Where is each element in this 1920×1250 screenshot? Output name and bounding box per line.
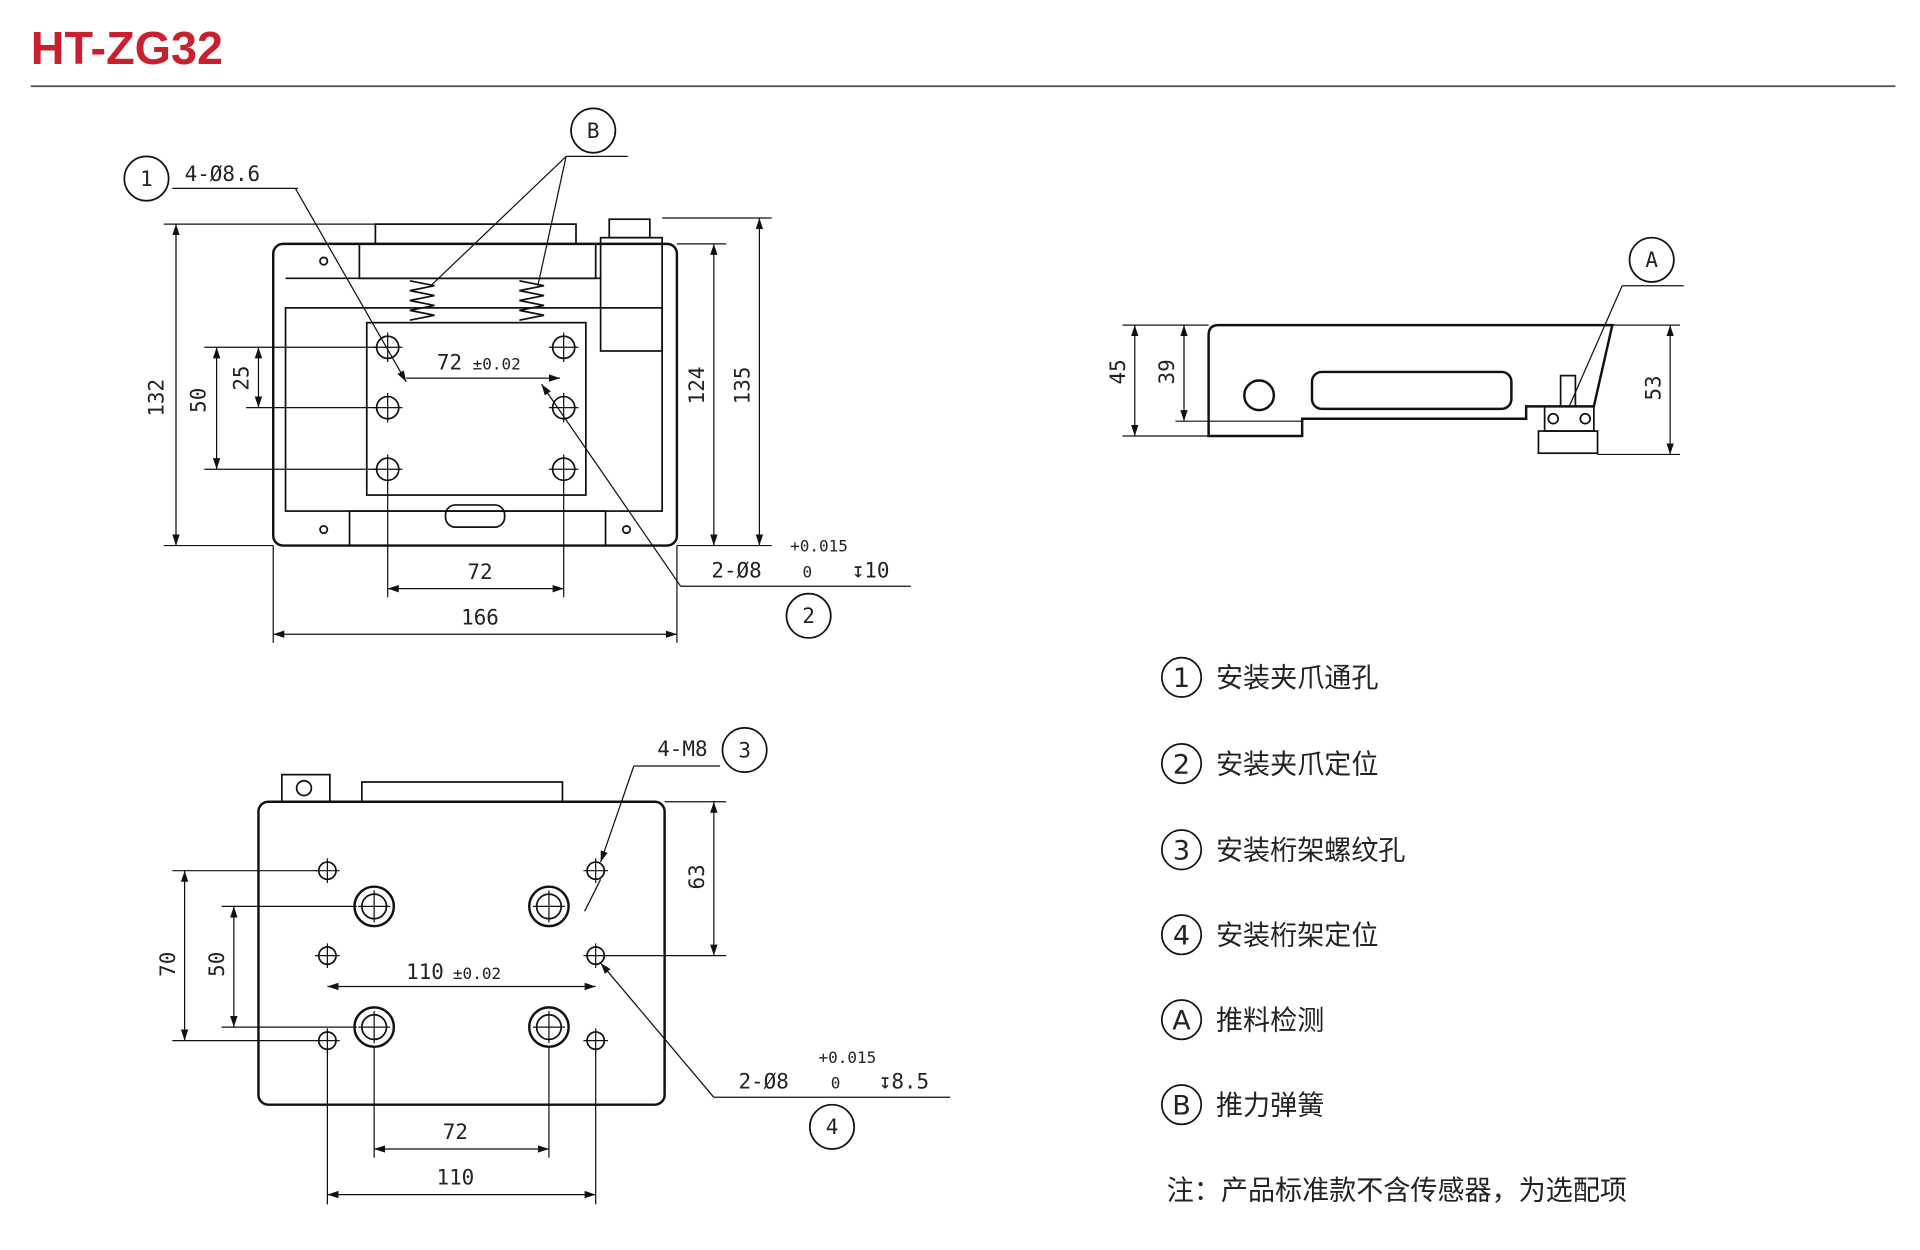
- dim-53: 53: [1641, 375, 1665, 400]
- callout-3-label: 3: [738, 738, 751, 762]
- legend-key-circle: [1160, 1084, 1203, 1126]
- holes-2-spec: 2-Ø8: [711, 559, 761, 583]
- tol-upper: +0.015: [790, 537, 848, 556]
- legend-key: B: [1172, 1091, 1191, 1122]
- spring-icon: [519, 279, 545, 322]
- hole-icon: [583, 858, 608, 884]
- page-title: HT-ZG32: [31, 22, 223, 74]
- legend-item: 1 安装夹爪通孔: [1160, 656, 1378, 698]
- hole-icon: [372, 392, 403, 423]
- hole-icon: [548, 332, 579, 363]
- dim-110: 110: [437, 1166, 475, 1190]
- callout-4-label: 4: [826, 1115, 839, 1139]
- counterbore-icon: [528, 885, 570, 928]
- legend-item: A 推料检测: [1160, 999, 1324, 1041]
- hole-icon: [548, 392, 579, 423]
- legend-key: 4: [1173, 921, 1190, 952]
- legend-label: 安装夹爪定位: [1216, 749, 1378, 780]
- hole-icon: [548, 454, 579, 484]
- legend-label: 安装桁架定位: [1216, 921, 1378, 952]
- legend-key: 3: [1173, 836, 1190, 867]
- dim-135: 135: [731, 367, 755, 405]
- holes-1-spec: 4-Ø8.6: [185, 162, 261, 186]
- callout-a: [1628, 236, 1675, 283]
- holes-3-spec: 4-M8: [657, 737, 707, 761]
- legend-item: 3 安装桁架螺纹孔: [1160, 829, 1406, 871]
- legend-label: 安装夹爪通孔: [1216, 663, 1378, 694]
- legend-label: 推力弹簧: [1216, 1091, 1324, 1122]
- dim-72: 72: [467, 560, 492, 584]
- legend-key-circle: [1160, 999, 1203, 1041]
- callout-b: [570, 107, 617, 154]
- callout-a-label: A: [1645, 248, 1658, 272]
- hole-icon: [315, 858, 340, 884]
- counterbore-icon: [353, 885, 396, 928]
- legend-label: 推料检测: [1216, 1006, 1324, 1037]
- legend-key: 1: [1173, 663, 1190, 694]
- callout-1-label: 1: [140, 167, 153, 191]
- dim-25: 25: [230, 365, 254, 390]
- dim-70: 70: [156, 952, 180, 977]
- top-view: 132 50 25 124 135 72 ±0.02 72 166 1 4-Ø8…: [123, 107, 911, 643]
- tolerance: ±0.02: [473, 354, 521, 373]
- dim-124: 124: [685, 367, 709, 405]
- legend-key-circle: [1160, 742, 1203, 785]
- legend-key: A: [1172, 1006, 1191, 1037]
- hole-icon: [583, 943, 608, 968]
- dim-39: 39: [1155, 359, 1179, 384]
- dim-132: 132: [145, 379, 169, 417]
- callout-3: [721, 726, 768, 774]
- counterbore-icon: [528, 1006, 570, 1049]
- depth: ↧10: [852, 559, 890, 583]
- legend-key-circle: [1160, 829, 1203, 871]
- dim-63: 63: [685, 864, 709, 889]
- legend-item: B 推力弹簧: [1160, 1084, 1324, 1126]
- dim-50: 50: [205, 952, 229, 977]
- hole-icon: [372, 332, 403, 363]
- dim-110-tol: 110: [406, 960, 444, 984]
- side-view: 45 39 53 A: [1106, 236, 1684, 456]
- tol-upper: +0.015: [818, 1048, 876, 1067]
- tolerance: ±0.02: [453, 964, 501, 983]
- callout-4: [808, 1103, 856, 1150]
- note: 注：产品标准款不含传感器，为选配项: [1167, 1176, 1627, 1207]
- dim-72: 72: [443, 1120, 468, 1144]
- legend-key-circle: [1160, 656, 1203, 698]
- legend: 1 安装夹爪通孔 2 安装夹爪定位 3 安装桁架螺纹孔 4 安装桁架定位 A 推料检测 B 推力弹簧: [1160, 656, 1406, 1126]
- legend-item: 2 安装夹爪定位: [1160, 742, 1378, 785]
- dim-72-tol: 72: [437, 350, 462, 374]
- dim-45: 45: [1106, 359, 1130, 384]
- legend-item: 4 安装桁架定位: [1160, 914, 1378, 956]
- holes-4-spec: 2-Ø8: [738, 1070, 788, 1094]
- spring-icon: [409, 279, 435, 322]
- legend-label: 安装桁架螺纹孔: [1216, 836, 1406, 867]
- legend-key-circle: [1160, 914, 1203, 956]
- tol-lower: 0: [802, 563, 812, 582]
- callout-2: [785, 592, 832, 639]
- callout-2-label: 2: [802, 604, 815, 628]
- depth: ↧8.5: [879, 1070, 929, 1094]
- bottom-view: 70 50 63 110 ±0.02 72 110 3 4-M8 2-Ø8 +0…: [156, 726, 951, 1205]
- counterbore-icon: [353, 1006, 396, 1049]
- legend-key: 2: [1173, 749, 1190, 780]
- dim-50: 50: [187, 388, 211, 413]
- dim-166: 166: [461, 605, 499, 629]
- callout-1: [123, 155, 170, 202]
- tol-lower: 0: [831, 1074, 841, 1093]
- hole-icon: [315, 943, 340, 968]
- hole-icon: [372, 454, 403, 484]
- callout-b-label: B: [587, 119, 600, 143]
